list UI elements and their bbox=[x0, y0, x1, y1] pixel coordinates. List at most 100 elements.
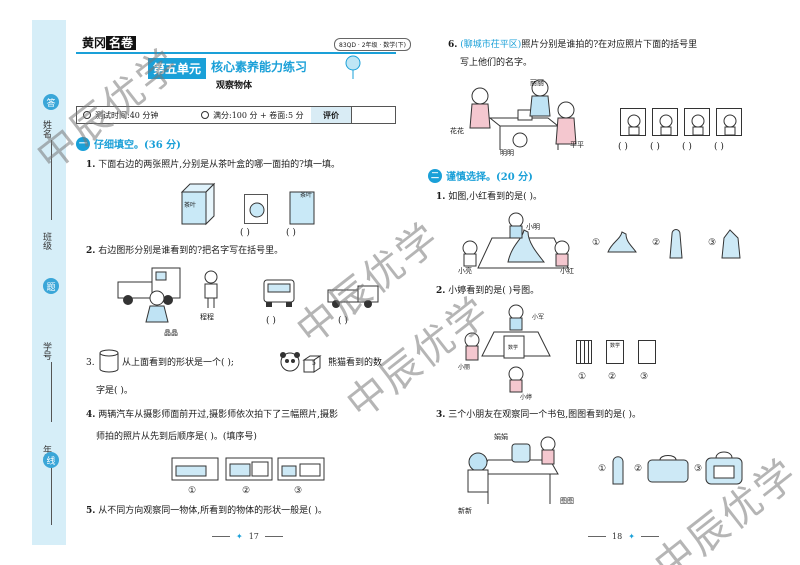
boy-chengcheng-figure bbox=[204, 270, 218, 308]
backpack-front-view bbox=[705, 451, 743, 485]
option-mark[interactable]: ③ bbox=[694, 464, 703, 474]
name-jingjing: 晶晶 bbox=[164, 329, 178, 337]
option-mark[interactable]: ② bbox=[608, 372, 617, 382]
section-title: 仔细填空。(36 分) bbox=[94, 140, 181, 151]
clock-icon bbox=[83, 111, 91, 119]
test-time: 测试时间:40 分钟 bbox=[95, 110, 159, 120]
backpack-side-view bbox=[612, 456, 624, 485]
photo-option bbox=[652, 108, 678, 136]
question-4: 4. 两辆汽车从摄影师面前开过,摄影师依次拍下了三幅照片,摄影 bbox=[86, 410, 339, 420]
unit-banner bbox=[76, 52, 396, 92]
photo-sequence bbox=[171, 457, 325, 481]
answer-blank[interactable]: ( ) bbox=[240, 228, 250, 238]
option-mark[interactable]: ② bbox=[634, 464, 643, 474]
name-mingming: 明明 bbox=[500, 149, 514, 157]
book-spine-option bbox=[576, 340, 592, 364]
option-mark: ① bbox=[188, 486, 197, 496]
photo-side bbox=[289, 191, 315, 225]
question-2: 2. 右边图形分别是谁看到的?把名字写在括号里。 bbox=[86, 246, 284, 256]
name-lili: 丽丽 bbox=[530, 79, 544, 87]
name-juanjuan: 娟娟 bbox=[494, 433, 508, 441]
option-mark[interactable]: ② bbox=[652, 238, 661, 248]
strip-circle-xian: 线 bbox=[43, 452, 59, 468]
backpack-scene bbox=[467, 436, 559, 504]
strip-label-number: 学号 bbox=[41, 342, 51, 360]
star-icon: ✦ bbox=[628, 532, 635, 541]
photo-side-label: 茶叶 bbox=[300, 192, 313, 199]
strip-label-class: 班级 bbox=[41, 232, 51, 250]
truck-scene bbox=[117, 267, 181, 305]
option-mark: ② bbox=[242, 486, 251, 496]
grade-label: 83QD · 2年级 · 数学(下) bbox=[334, 38, 411, 51]
star-icon bbox=[201, 111, 209, 119]
name-pingping: 平平 bbox=[570, 141, 584, 149]
strip-line bbox=[51, 362, 52, 422]
choice-3: 3. 三个小朋友在观察同一个书包,图图看到的是( )。 bbox=[436, 410, 642, 420]
unit-title: 核心素养能力练习 bbox=[211, 60, 308, 74]
option-mark[interactable]: ③ bbox=[640, 372, 649, 382]
name-xiaojun: 小军 bbox=[532, 314, 545, 321]
evaluation-label: 评价 bbox=[311, 107, 351, 123]
book-scene bbox=[464, 304, 551, 393]
strip-line bbox=[51, 465, 52, 525]
option-mark[interactable]: ① bbox=[592, 238, 601, 248]
backpack-top-view bbox=[647, 455, 689, 483]
star-icon: ✦ bbox=[236, 532, 243, 541]
section-badge: 一 bbox=[76, 136, 90, 151]
answer-blank[interactable]: ( ) bbox=[286, 228, 296, 238]
photo-option bbox=[684, 108, 710, 136]
section-badge: 二 bbox=[428, 168, 442, 183]
binding-strip: 姓名 班级 学号 年级 答 题 线 bbox=[32, 20, 66, 545]
dinosaur-front-view bbox=[669, 229, 683, 259]
number-cube-figure bbox=[302, 355, 322, 373]
name-xiaoliang: 小亮 bbox=[458, 267, 472, 275]
name-chengcheng: 程程 bbox=[200, 313, 214, 321]
strip-circle-da: 答 bbox=[43, 94, 59, 110]
truck-front-view bbox=[263, 279, 295, 307]
unit-tag: 第五单元 bbox=[148, 58, 207, 79]
page-number-right: 18✦ bbox=[588, 532, 659, 541]
truck-side-view bbox=[327, 285, 379, 308]
answer-blank[interactable]: ( ) bbox=[650, 142, 660, 152]
answer-blank[interactable]: ( ) bbox=[338, 316, 348, 326]
photo-front bbox=[244, 194, 268, 224]
answer-blank[interactable]: ( ) bbox=[714, 142, 724, 152]
book-cover-option: 数学 bbox=[606, 340, 624, 364]
cylinder-figure bbox=[99, 349, 119, 373]
answer-blank[interactable]: ( ) bbox=[682, 142, 692, 152]
section-heading-choice: 二 谨慎选择。(20 分) bbox=[428, 168, 533, 183]
question-5: 5. 从不同方向观察同一物体,所看到的物体的形状一般是( )。 bbox=[86, 506, 328, 516]
choice-1: 1. 如图,小红看到的是( )。 bbox=[436, 192, 543, 202]
strip-line bbox=[51, 170, 52, 220]
tea-box-label: 茶叶 bbox=[184, 202, 197, 209]
answer-blank[interactable]: ( ) bbox=[618, 142, 628, 152]
test-info-bar: 测试时间:40 分钟 满分:100 分 + 卷面:5 分 评价 bbox=[76, 106, 396, 124]
dinosaur-scene bbox=[462, 212, 570, 269]
test-score: 满分:100 分 + 卷面:5 分 bbox=[213, 110, 304, 120]
question-6-line-2: 写上他们的名字。 bbox=[460, 58, 533, 68]
name-xiaoli: 小丽 bbox=[458, 364, 471, 371]
option-mark[interactable]: ① bbox=[578, 372, 587, 382]
question-3-text-a: 从上面看到的形状是一个( ); bbox=[122, 358, 234, 368]
option-mark: ③ bbox=[294, 486, 303, 496]
question-1: 1. 下面右边的两张照片,分别是从茶叶盒的哪一面拍的?填一填。 bbox=[86, 160, 340, 170]
question-3-number: 3. bbox=[86, 358, 95, 368]
option-mark[interactable]: ① bbox=[598, 464, 607, 474]
photo-option bbox=[716, 108, 742, 136]
cube-number: 5 bbox=[312, 360, 316, 367]
question-3-text-b: 熊猫看到的数 bbox=[328, 358, 383, 368]
answer-blank[interactable]: ( ) bbox=[266, 316, 276, 326]
balloon-icon bbox=[345, 55, 361, 79]
question-3-text-c: 字是( )。 bbox=[96, 386, 133, 396]
option-mark[interactable]: ③ bbox=[708, 238, 717, 248]
unit-subtitle: 观察物体 bbox=[216, 81, 253, 91]
book-back-option bbox=[638, 340, 656, 364]
strip-label-name: 姓名 bbox=[41, 120, 51, 138]
name-xiaoming: 小明 bbox=[526, 223, 540, 231]
watermark: 中辰优学 bbox=[288, 214, 449, 355]
name-xiaoting: 小婷 bbox=[520, 394, 533, 401]
name-tutu: 图图 bbox=[560, 497, 574, 505]
tea-box-figure bbox=[180, 182, 216, 226]
evaluation-box[interactable] bbox=[351, 107, 395, 123]
girl-jingjing-figure bbox=[145, 290, 169, 323]
